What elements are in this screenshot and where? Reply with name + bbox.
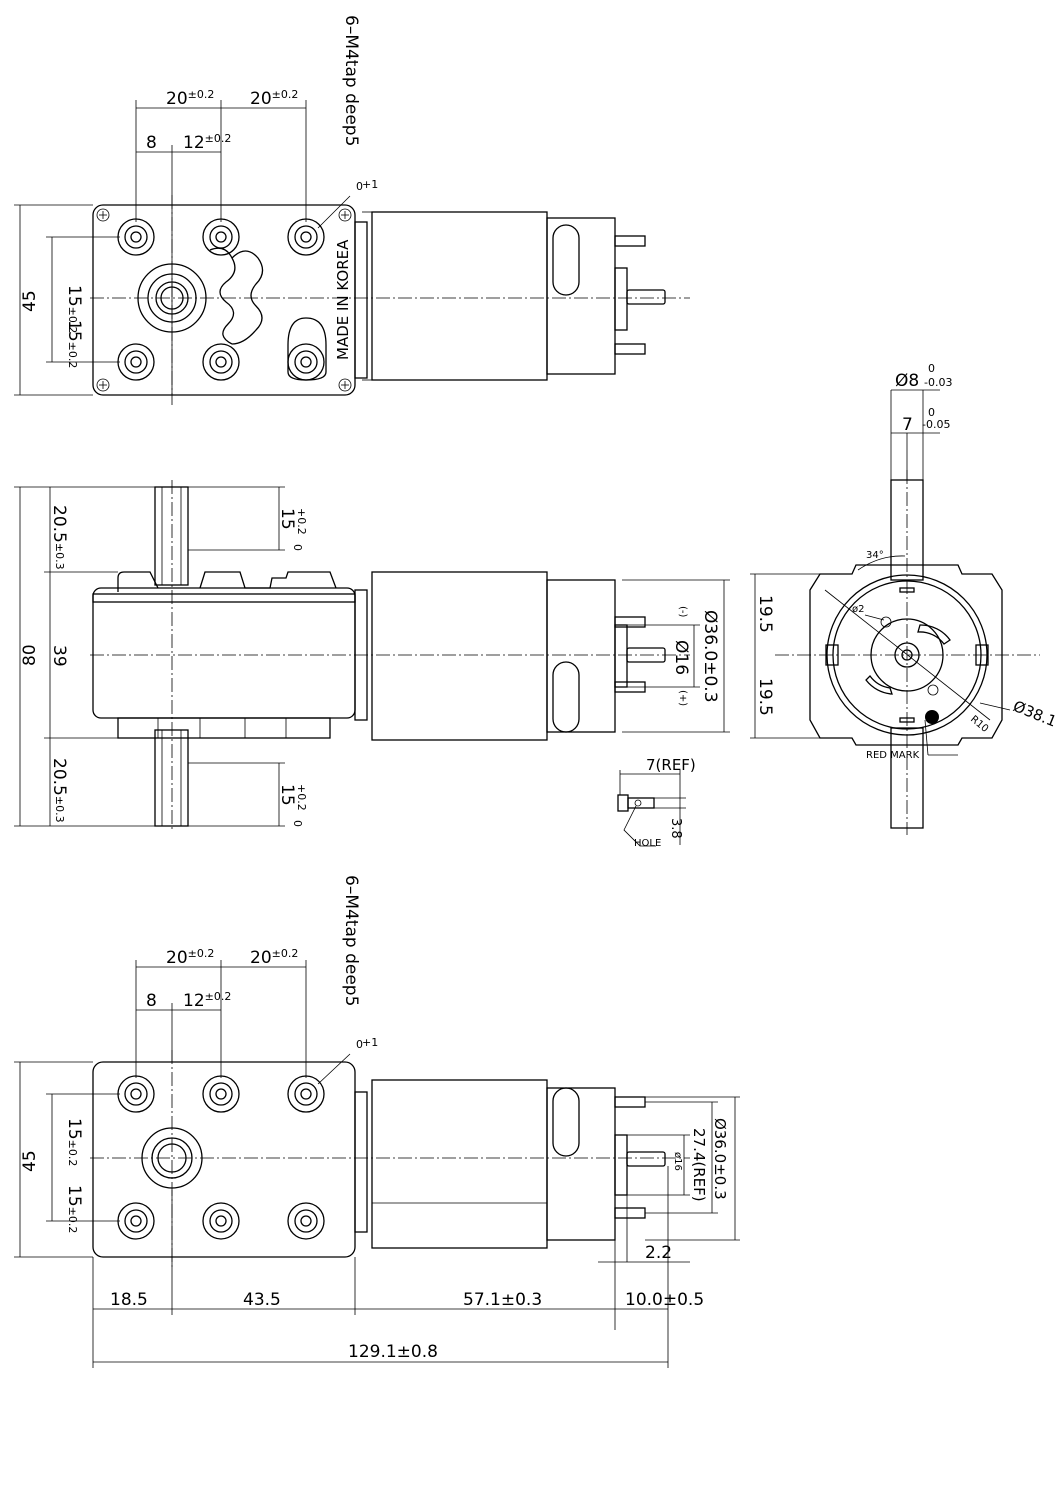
svg-text:12±0.2: 12±0.2 — [183, 132, 231, 153]
svg-text:18.5: 18.5 — [110, 1290, 148, 1310]
svg-text:6–M4tap deep5: 6–M4tap deep5 — [341, 875, 361, 1006]
svg-text:-0.05: -0.05 — [922, 418, 950, 431]
svg-text:15±0.2: 15±0.2 — [64, 1118, 84, 1166]
svg-text:RED MARK: RED MARK — [866, 750, 920, 761]
svg-text:+1: +1 — [362, 178, 378, 191]
svg-text:20±0.2: 20±0.2 — [166, 947, 214, 968]
svg-text:0: 0 — [356, 180, 363, 193]
svg-text:129.1±0.8: 129.1±0.8 — [348, 1342, 438, 1362]
svg-text:20±0.2: 20±0.2 — [166, 88, 214, 109]
svg-text:Ø8: Ø8 — [895, 371, 919, 391]
svg-text:6–M4tap deep5: 6–M4tap deep5 — [341, 15, 361, 146]
svg-text:Ø36.0±0.3: Ø36.0±0.3 — [700, 610, 720, 703]
svg-text:8: 8 — [146, 133, 157, 153]
svg-text:ø2: ø2 — [852, 604, 864, 615]
svg-text:27.4(REF): 27.4(REF) — [690, 1128, 708, 1202]
svg-text:Ø38.1: Ø38.1 — [1011, 697, 1060, 731]
svg-text:(+): (+) — [677, 690, 688, 706]
end-view: 19.5 19.5 Ø8 0 -0.03 7 0 -0.05 34° ø2 Ø3… — [750, 362, 1059, 835]
svg-text:20.5±0.3: 20.5±0.3 — [49, 758, 69, 823]
made-in-korea-label: MADE IN KOREA — [334, 239, 352, 360]
svg-text:45: 45 — [20, 1150, 40, 1172]
svg-text:0: 0 — [291, 544, 304, 551]
svg-text:Ø16: Ø16 — [671, 640, 691, 675]
svg-text:(-): (-) — [677, 606, 688, 618]
svg-text:Ø36.0±0.3: Ø36.0±0.3 — [711, 1118, 729, 1200]
svg-text:0: 0 — [928, 406, 935, 419]
svg-text:20±0.2: 20±0.2 — [250, 88, 298, 109]
svg-text:20.5±0.3: 20.5±0.3 — [49, 505, 69, 570]
svg-text:0: 0 — [291, 820, 304, 827]
svg-text:7(REF): 7(REF) — [646, 756, 696, 774]
svg-text:19.5: 19.5 — [755, 678, 775, 716]
svg-text:HOLE: HOLE — [634, 838, 661, 849]
svg-text:15±0.2: 15±0.2 — [64, 285, 84, 333]
svg-text:39: 39 — [49, 645, 69, 667]
svg-text:15±0.2: 15±0.2 — [64, 1185, 84, 1233]
svg-text:-0.03: -0.03 — [924, 376, 952, 389]
svg-text:12±0.2: 12±0.2 — [183, 990, 231, 1011]
svg-text:34°: 34° — [866, 550, 884, 561]
svg-text:0: 0 — [928, 362, 935, 375]
svg-text:19.5: 19.5 — [755, 595, 775, 633]
svg-text:10.0±0.5: 10.0±0.5 — [625, 1290, 704, 1310]
svg-text:R10: R10 — [968, 714, 990, 735]
side-view: 80 20.5±0.3 39 20.5±0.3 15 +0.2 0 15 +0.… — [14, 480, 730, 849]
top-view-upper: MADE IN KOREA 45 15±0.2 15±0.2 20±0.2 20… — [14, 15, 690, 405]
svg-text:80: 80 — [20, 644, 40, 666]
svg-text:57.1±0.3: 57.1±0.3 — [463, 1290, 542, 1310]
svg-text:8: 8 — [146, 991, 157, 1011]
svg-text:7: 7 — [902, 415, 913, 435]
svg-text:15: 15 — [277, 784, 297, 806]
svg-text:45: 45 — [20, 290, 40, 312]
svg-text:+0.2: +0.2 — [295, 508, 308, 535]
terminal-detail: 7(REF) 3.8 HOLE — [617, 756, 696, 849]
top-view-lower: 45 15±0.2 15±0.2 20±0.2 20±0.2 8 12±0.2 … — [14, 875, 740, 1368]
svg-text:0: 0 — [356, 1038, 363, 1051]
svg-text:15: 15 — [277, 508, 297, 530]
svg-text:+1: +1 — [362, 1036, 378, 1049]
svg-text:ø16: ø16 — [672, 1152, 683, 1171]
svg-text:43.5: 43.5 — [243, 1290, 281, 1310]
svg-text:15±0.2: 15±0.2 — [64, 320, 84, 368]
svg-text:+0.2: +0.2 — [295, 784, 308, 811]
svg-text:2.2: 2.2 — [645, 1243, 672, 1263]
svg-text:20±0.2: 20±0.2 — [250, 947, 298, 968]
svg-text:3.8: 3.8 — [668, 818, 683, 839]
